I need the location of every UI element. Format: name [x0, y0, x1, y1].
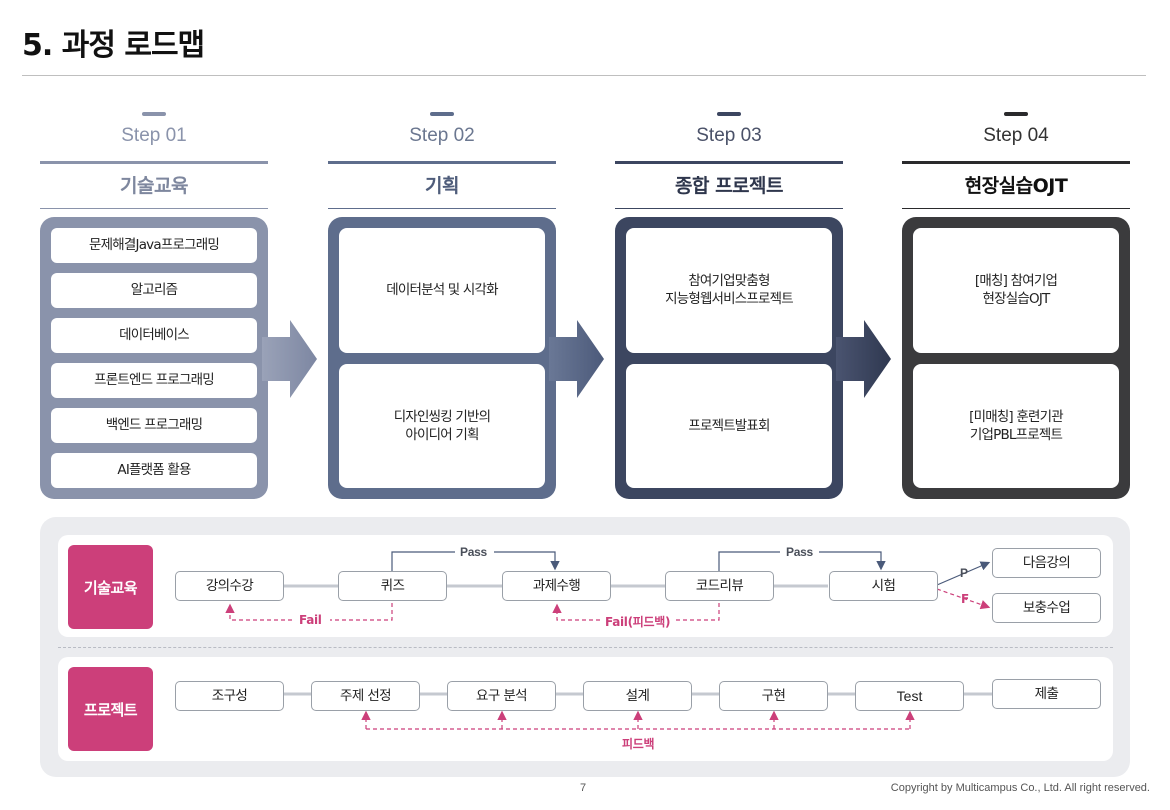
copyright-text: Copyright by Multicampus Co., Ltd. All r… — [890, 782, 1150, 794]
list-item: 디자인씽킹 기반의 아이디어 기획 — [339, 363, 545, 488]
step-phase-name: 현장실습OJT — [964, 175, 1068, 197]
flow-node: 시험 — [829, 571, 938, 601]
flow-outcome-remedial: 보충수업 — [992, 593, 1101, 623]
step-rule — [40, 208, 268, 209]
step-number: Step 02 — [409, 125, 475, 146]
step-number: Step 03 — [696, 125, 762, 146]
flow-node: 강의수강 — [175, 571, 284, 601]
p-label: P — [960, 566, 968, 580]
step-header-4: Step 04 현장실습OJT — [902, 112, 1130, 209]
fail-label: Fail — [299, 613, 322, 627]
flow-node: Test — [855, 681, 964, 711]
list-item: 프로젝트발표회 — [626, 363, 832, 488]
flow-node: 구현 — [719, 681, 828, 711]
step-rule — [40, 161, 268, 164]
list-item: 데이터분석 및 시각화 — [339, 228, 545, 353]
list-item: [미매칭] 훈련기관 기업PBL프로젝트 — [913, 363, 1119, 488]
list-item: AI플랫폼 활용 — [51, 453, 257, 488]
card-step-3: 참여기업맞춤형 지능형웹서비스프로젝트 프로젝트발표회 — [615, 217, 843, 499]
step-dash — [717, 112, 741, 116]
step-phase-name: 기획 — [425, 175, 459, 197]
arrow-right-icon — [262, 320, 317, 398]
step-rule — [902, 161, 1130, 164]
feedback-label: 피드백 — [622, 737, 655, 751]
step-dash — [430, 112, 454, 116]
step-number: Step 01 — [121, 125, 187, 146]
flow-label-project: 프로젝트 — [68, 667, 153, 751]
step-rule — [615, 161, 843, 164]
list-item: 백엔드 프로그래밍 — [51, 408, 257, 443]
list-item: 참여기업맞춤형 지능형웹서비스프로젝트 — [626, 228, 832, 353]
card-step-1: 문제해결Java프로그래밍 알고리즘 데이터베이스 프론트엔드 프로그래밍 백엔… — [40, 217, 268, 499]
flow-outcome-next: 다음강의 — [992, 548, 1101, 578]
fail-feedback-label: Fail(피드백) — [605, 615, 671, 629]
step-rule — [902, 208, 1130, 209]
step-phase-name: 기술교육 — [120, 175, 188, 197]
list-item: 알고리즘 — [51, 273, 257, 308]
step-header-2: Step 02 기획 — [328, 112, 556, 209]
flow-label-education: 기술교육 — [68, 545, 153, 629]
flow-node: 조구성 — [175, 681, 284, 711]
flow-node: 코드리뷰 — [665, 571, 774, 601]
list-item: [매칭] 참여기업 현장실습OJT — [913, 228, 1119, 353]
title-divider — [22, 75, 1146, 76]
pass-label: Pass — [786, 545, 813, 559]
flow-node: 설계 — [583, 681, 692, 711]
arrow-right-icon — [549, 320, 604, 398]
flow-node: 과제수행 — [502, 571, 611, 601]
list-item: 문제해결Java프로그래밍 — [51, 228, 257, 263]
page-title: 5. 과정 로드맵 — [22, 28, 205, 63]
step-rule — [615, 208, 843, 209]
card-step-4: [매칭] 참여기업 현장실습OJT [미매칭] 훈련기관 기업PBL프로젝트 — [902, 217, 1130, 499]
page-number: 7 — [580, 782, 587, 794]
step-dash — [1004, 112, 1028, 116]
step-header-3: Step 03 종합 프로젝트 — [615, 112, 843, 209]
f-label: F — [961, 592, 969, 606]
step-dash — [142, 112, 166, 116]
step-header-1: Step 01 기술교육 — [40, 112, 268, 209]
flow-node: 주제 선정 — [311, 681, 420, 711]
flow-node: 요구 분석 — [447, 681, 556, 711]
arrow-right-icon — [836, 320, 891, 398]
card-step-2: 데이터분석 및 시각화 디자인씽킹 기반의 아이디어 기획 — [328, 217, 556, 499]
flow-node: 제출 — [992, 679, 1101, 709]
step-rule — [328, 161, 556, 164]
step-phase-name: 종합 프로젝트 — [675, 175, 784, 197]
list-item: 프론트엔드 프로그래밍 — [51, 363, 257, 398]
step-rule — [328, 208, 556, 209]
pass-label: Pass — [460, 545, 487, 559]
flow-node: 퀴즈 — [338, 571, 447, 601]
row-divider — [58, 647, 1113, 648]
step-number: Step 04 — [983, 125, 1049, 146]
list-item: 데이터베이스 — [51, 318, 257, 353]
